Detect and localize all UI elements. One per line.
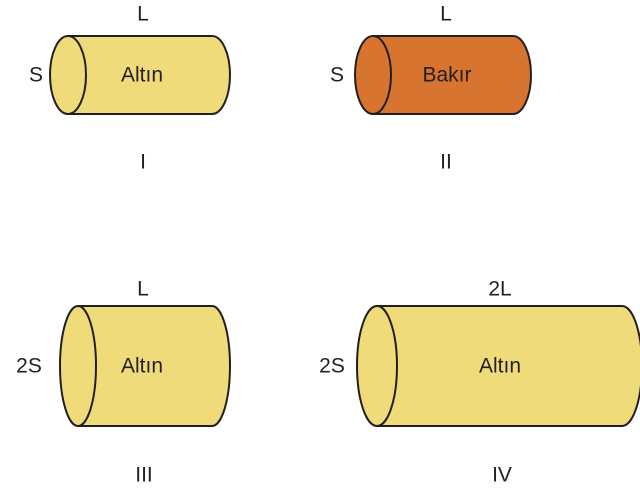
cylinder-4-length-label: 2L: [488, 277, 512, 301]
cylinder-1-area-label: S: [28, 63, 44, 87]
cylinder-3-roman-label: III: [135, 463, 153, 487]
cylinder-4: [356, 305, 640, 427]
cylinder-3-length-label: L: [137, 277, 149, 301]
cylinder-3-body: [77, 305, 231, 427]
cylinder-3-area-label: 2S: [16, 354, 42, 378]
cylinder-2-face: [354, 35, 392, 115]
cylinder-1-material-label: Altın: [120, 63, 164, 87]
cylinder-3: [59, 305, 231, 427]
cylinder-2-roman-label: II: [440, 150, 452, 174]
cylinder-2-length-label: L: [440, 2, 452, 26]
cylinder-1: [49, 35, 231, 115]
cylinder-2-material-label: Bakır: [422, 63, 472, 87]
cylinder-1-body: [67, 35, 231, 115]
cylinder-3-material-label: Altın: [120, 354, 164, 378]
cylinder-4-body: [376, 305, 640, 427]
cylinder-2: [354, 35, 532, 115]
cylinder-4-roman-label: IV: [492, 463, 512, 487]
cylinder-1-length-label: L: [137, 2, 149, 26]
cylinder-1-roman-label: I: [140, 150, 146, 174]
cylinder-1-face: [49, 35, 87, 115]
cylinder-2-body: [372, 35, 532, 115]
cylinder-4-face: [356, 305, 398, 427]
cylinder-4-area-label: 2S: [319, 354, 345, 378]
cylinder-4-material-label: Altın: [478, 354, 522, 378]
cylinder-3-face: [59, 305, 97, 427]
cylinder-2-area-label: S: [329, 63, 345, 87]
